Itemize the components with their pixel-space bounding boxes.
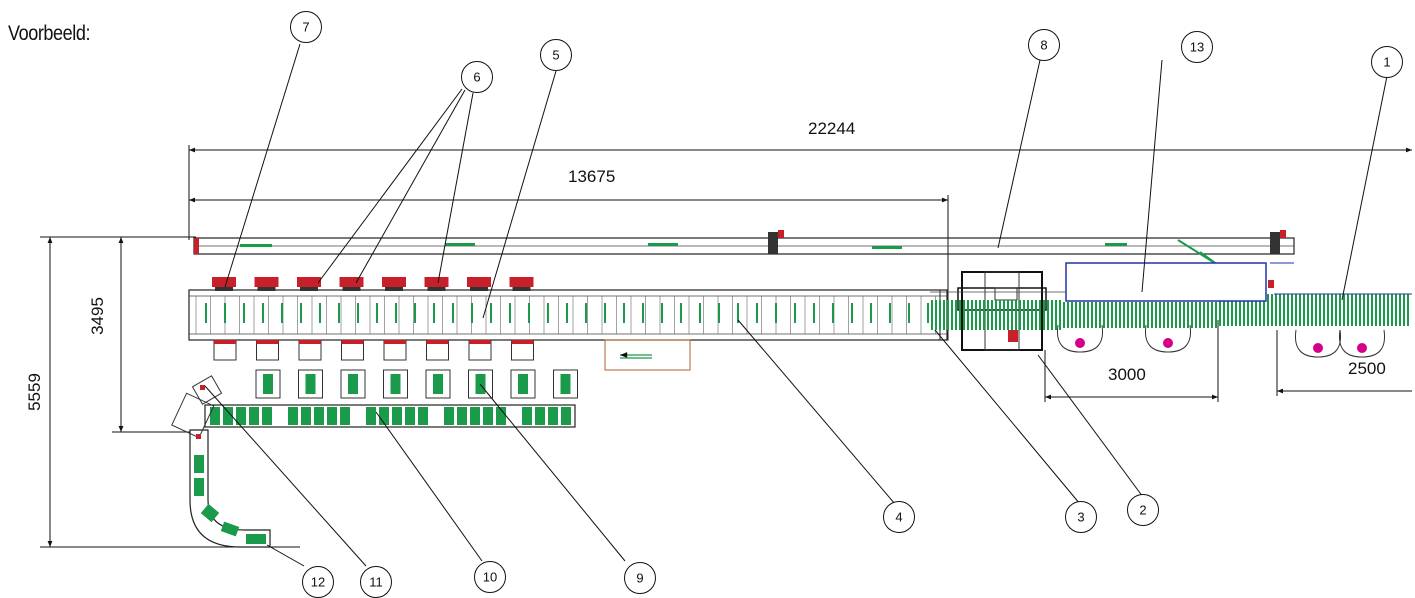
callout-8: 8: [1028, 29, 1060, 61]
box-station: [298, 369, 323, 399]
dim-segment-a-label: 3000: [1108, 365, 1146, 384]
leader-lines: [204, 43, 1388, 567]
svg-text:13: 13: [1190, 40, 1204, 55]
robot-head: [424, 277, 449, 287]
pallet-markers: [1056, 324, 1386, 358]
buffer-frame: [1065, 262, 1294, 302]
robot-head: [382, 277, 406, 287]
dim-segment-b-label: 2500: [1348, 359, 1386, 378]
callout-11: 11: [360, 566, 392, 598]
svg-text:12: 12: [311, 575, 325, 590]
svg-text:11: 11: [369, 575, 383, 590]
robot-heads: [212, 277, 534, 361]
dimension-segment-b: 2500: [1276, 330, 1412, 396]
callout-5: 5: [540, 39, 572, 71]
svg-text:9: 9: [636, 571, 643, 586]
lower-conveyor: [204, 404, 576, 428]
robot-head: [254, 277, 279, 287]
svg-text:7: 7: [302, 20, 309, 35]
box-station: [255, 369, 281, 399]
box-station: [425, 369, 451, 399]
dimension-total-length: 22244: [188, 119, 1412, 240]
dim-total-length-label: 22244: [808, 119, 855, 138]
box-station: [510, 369, 536, 399]
callout-12: 12: [302, 566, 334, 598]
callout-3: 3: [1065, 501, 1097, 533]
callout-1: 1: [1371, 46, 1403, 78]
robot-head: [509, 277, 534, 287]
page-title: Voorbeeld:: [8, 22, 91, 45]
svg-text:6: 6: [473, 70, 480, 85]
curved-conveyor: [171, 375, 271, 548]
callout-10: 10: [474, 561, 506, 593]
robot-head: [467, 277, 491, 287]
box-station: [553, 369, 578, 399]
dimension-height-partial: 3495: [88, 236, 196, 433]
dim-height-partial-label: 3495: [88, 297, 107, 335]
svg-text:8: 8: [1040, 38, 1047, 53]
main-conveyor: [188, 289, 949, 371]
callout-7: 7: [290, 11, 322, 43]
svg-text:1: 1: [1383, 55, 1390, 70]
callout-9: 9: [624, 562, 656, 594]
box-station: [383, 369, 408, 399]
svg-text:4: 4: [895, 510, 902, 525]
callout-4: 4: [883, 501, 915, 533]
infeed-belt: [931, 293, 1412, 330]
dim-partial-length-label: 13675: [568, 167, 615, 186]
svg-text:3: 3: [1077, 510, 1084, 525]
box-stations: [255, 369, 578, 399]
dimension-segment-a: 3000: [1044, 320, 1219, 402]
svg-text:10: 10: [483, 570, 497, 585]
callout-2: 2: [1127, 494, 1159, 526]
dimension-partial-length: 13675: [189, 167, 949, 290]
box-station: [340, 369, 366, 399]
callout-6: 6: [461, 61, 493, 93]
robot-head: [297, 277, 321, 287]
svg-text:2: 2: [1139, 503, 1146, 518]
robot-head: [339, 277, 364, 287]
dim-height-total-label: 5559: [25, 373, 44, 411]
robot-head: [212, 277, 236, 287]
box-station: [468, 369, 493, 399]
svg-text:5: 5: [552, 48, 559, 63]
callout-13: 13: [1181, 31, 1213, 63]
